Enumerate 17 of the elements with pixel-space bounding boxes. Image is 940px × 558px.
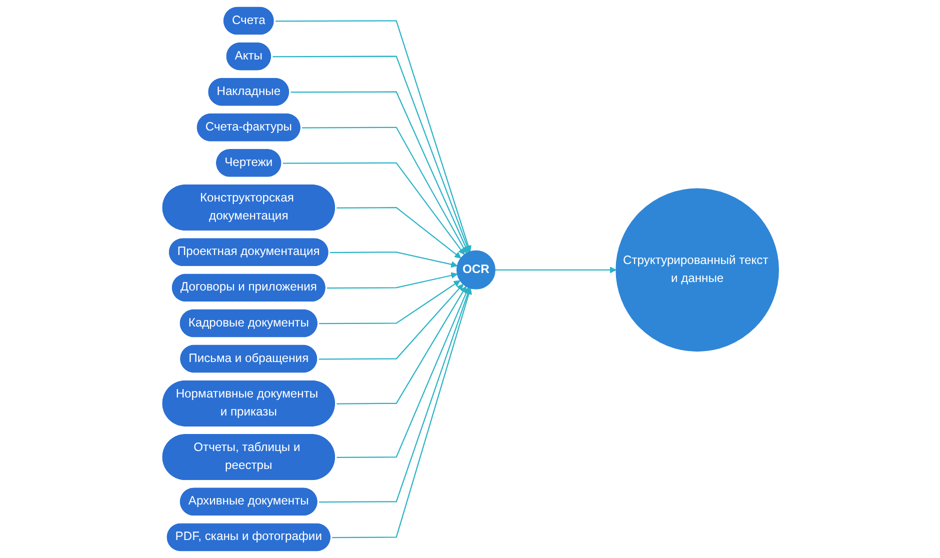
- arrow: [326, 272, 458, 289]
- arrow: [318, 280, 460, 324]
- arrow: [330, 252, 458, 268]
- arrow: [336, 206, 462, 258]
- arrow: [336, 287, 470, 458]
- arrow: [336, 286, 466, 404]
- arrow: [495, 266, 616, 274]
- arrow: [272, 56, 470, 252]
- node-circle: [616, 188, 779, 352]
- node-circle: [456, 250, 496, 290]
- arrow: [318, 288, 471, 503]
- arrow: [332, 288, 472, 538]
- arrow: [290, 91, 469, 253]
- arrow: [302, 126, 467, 254]
- arrow: [282, 162, 465, 255]
- arrow: [318, 284, 464, 360]
- arrow: [275, 20, 472, 252]
